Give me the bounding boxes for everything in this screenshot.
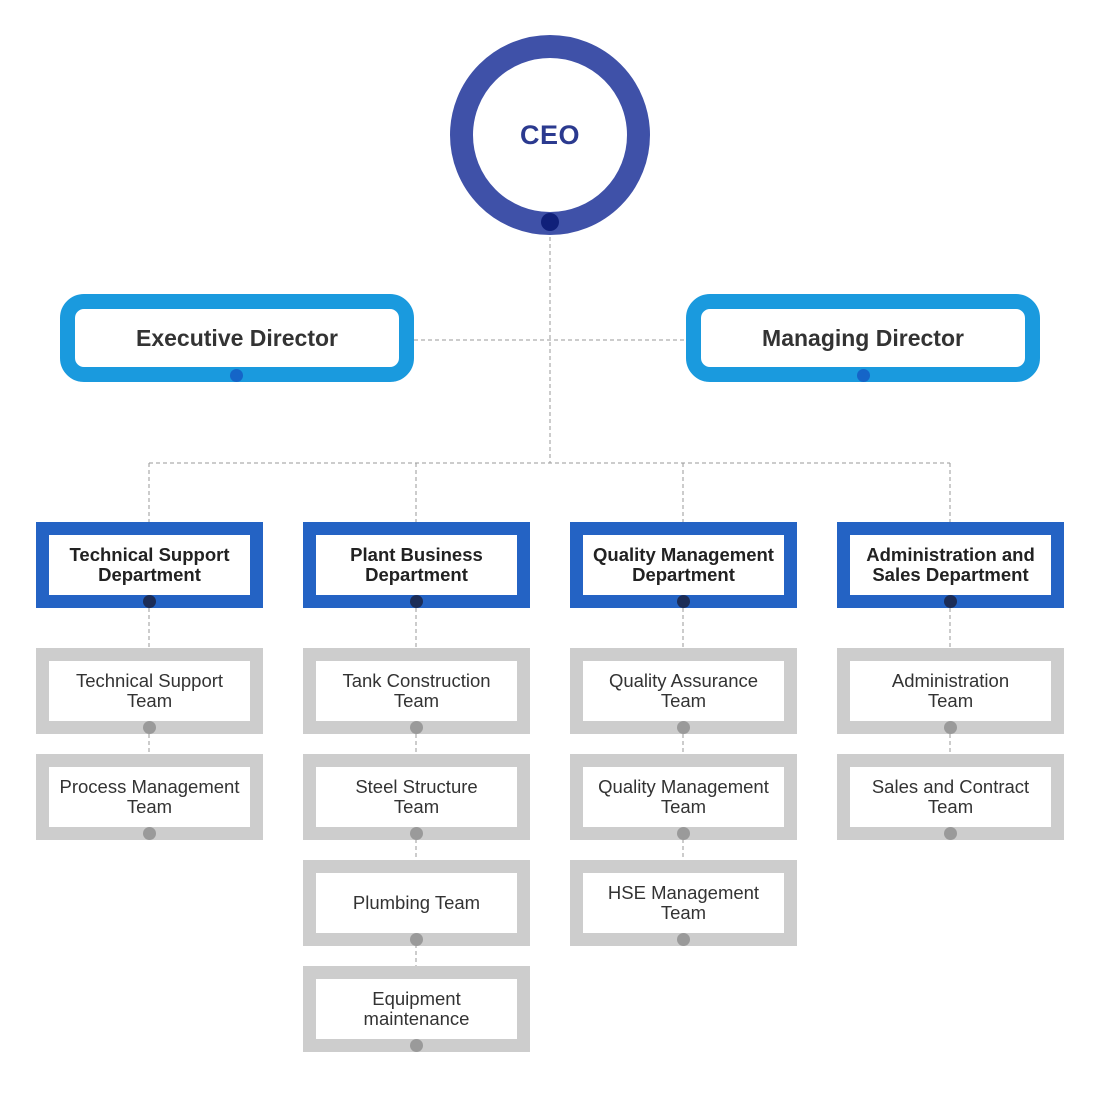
- team-label: Sales and Contract Team: [871, 776, 1030, 817]
- team-dot: [410, 827, 423, 840]
- team-dot: [677, 721, 690, 734]
- team-dot: [410, 1039, 423, 1052]
- executive-director-label: Executive Director: [136, 324, 338, 351]
- team-box: Sales and Contract Team: [837, 754, 1064, 840]
- team-box: Equipment maintenance: [303, 966, 530, 1052]
- department-label: Administration and Sales Department: [866, 544, 1035, 585]
- team-dot: [143, 721, 156, 734]
- department-label: Quality Management Department: [593, 544, 774, 585]
- department-quality-management: Quality Management Department: [570, 522, 797, 608]
- executive-director-dot: [230, 369, 243, 382]
- team-label: Administration Team: [891, 670, 1010, 711]
- ceo-node: CEO: [450, 35, 650, 235]
- team-box: Technical Support Team: [36, 648, 263, 734]
- team-label: HSE Management Team: [607, 882, 760, 923]
- team-label: Equipment maintenance: [363, 988, 470, 1029]
- department-dot: [410, 595, 423, 608]
- team-box: Administration Team: [837, 648, 1064, 734]
- department-plant-business: Plant Business Department: [303, 522, 530, 608]
- ceo-connector-dot: [541, 213, 559, 231]
- ceo-label: CEO: [519, 119, 580, 150]
- team-dot: [410, 721, 423, 734]
- department-dot: [944, 595, 957, 608]
- department-dot: [143, 595, 156, 608]
- department-label: Technical Support Department: [69, 544, 230, 585]
- department-label: Plant Business Department: [350, 544, 483, 585]
- managing-director-dot: [857, 369, 870, 382]
- executive-director-node: Executive Director: [60, 294, 414, 382]
- managing-director-node: Managing Director: [686, 294, 1040, 382]
- team-label: Quality Management Team: [598, 776, 769, 817]
- team-label: Plumbing Team: [352, 892, 481, 913]
- team-box: HSE Management Team: [570, 860, 797, 946]
- team-box: Steel Structure Team: [303, 754, 530, 840]
- team-box: Tank Construction Team: [303, 648, 530, 734]
- team-dot: [410, 933, 423, 946]
- team-dot: [143, 827, 156, 840]
- team-label: Quality Assurance Team: [608, 670, 759, 711]
- team-box: Quality Assurance Team: [570, 648, 797, 734]
- team-dot: [944, 721, 957, 734]
- department-dot: [677, 595, 690, 608]
- team-box: Plumbing Team: [303, 860, 530, 946]
- team-label: Process Management Team: [59, 776, 240, 817]
- team-dot: [944, 827, 957, 840]
- team-dot: [677, 827, 690, 840]
- team-label: Tank Construction Team: [342, 670, 491, 711]
- team-dot: [677, 933, 690, 946]
- team-box: Quality Management Team: [570, 754, 797, 840]
- team-label: Steel Structure Team: [355, 776, 478, 817]
- team-label: Technical Support Team: [75, 670, 224, 711]
- managing-director-label: Managing Director: [762, 324, 964, 351]
